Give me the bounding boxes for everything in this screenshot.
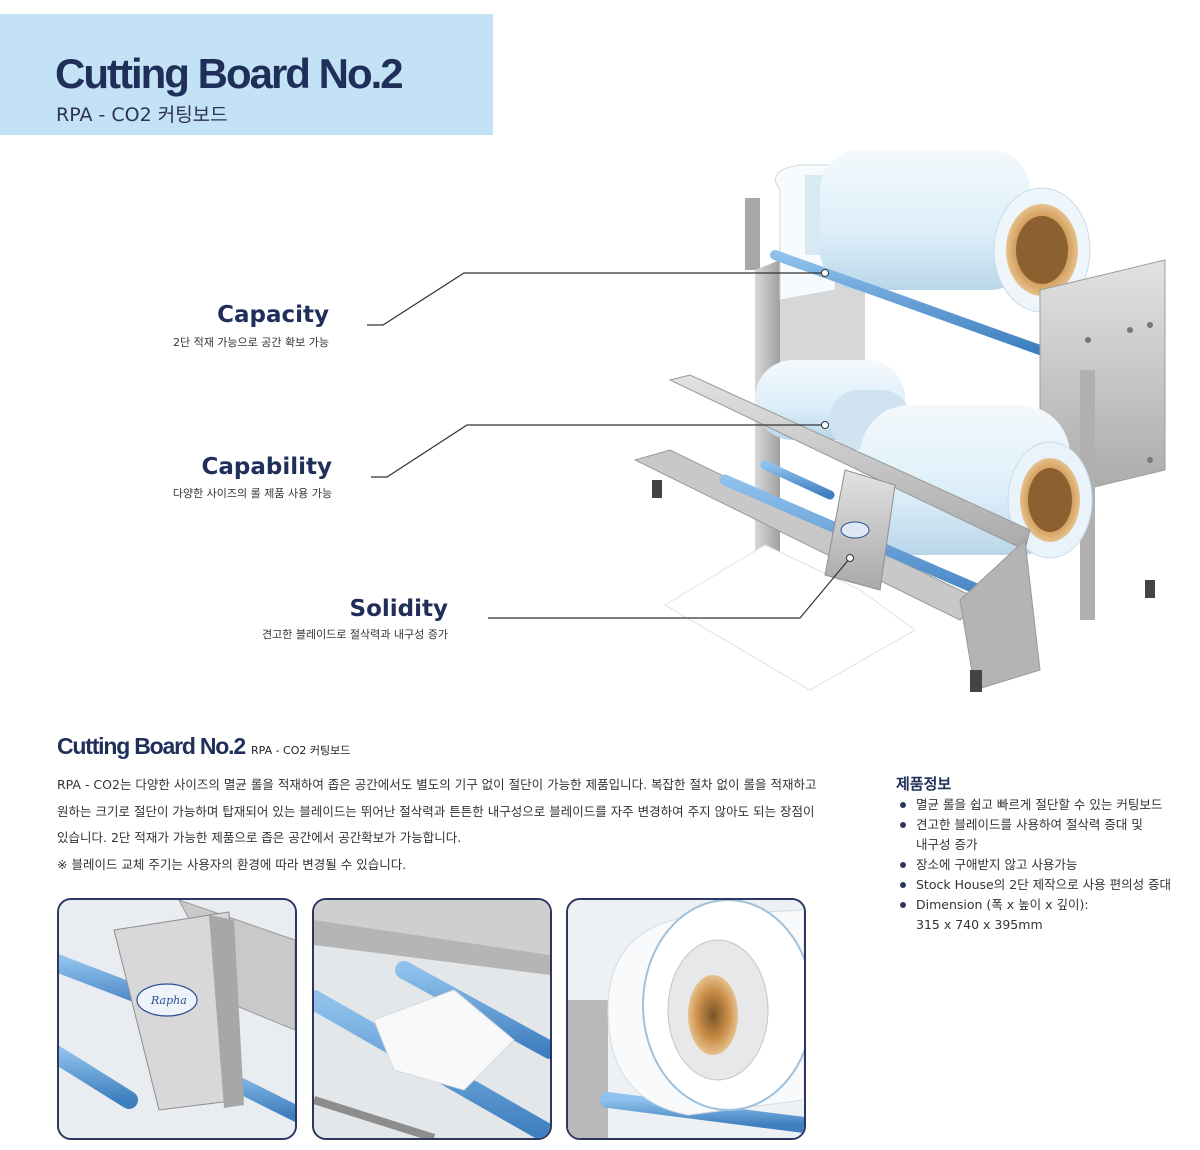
product-description: RPA - CO2는 다양한 사이즈의 멸균 롤을 적재하여 좁은 공간에서도 … (57, 772, 817, 878)
product-info-item: 장소에 구애받지 않고 사용가능 (896, 855, 1196, 875)
product-illustration (633, 150, 1166, 692)
product-info-item: Dimension (폭 x 높이 x 깊이):315 x 740 x 395m… (896, 895, 1196, 935)
detail-photo-rods (312, 898, 552, 1140)
upper-tier (745, 150, 1166, 620)
description-note: ※ 블레이드 교체 주기는 사용자의 환경에 따라 변경될 수 있습니다. (57, 856, 407, 872)
feature-solidity-title: Solidity (349, 596, 448, 622)
feature-solidity-desc: 견고한 블레이드로 절삭력과 내구성 증가 (261, 628, 448, 641)
product-info-title: 제품정보 (896, 775, 952, 793)
description-line: RPA - CO2는 다양한 사이즈의 멸균 롤을 적재하여 좁은 공간에서도 … (57, 777, 817, 792)
product-info-item: 멸균 롤을 쉽고 빠르게 절단할 수 있는 커팅보드 (896, 795, 1196, 815)
brand-logo: Rapha (150, 994, 187, 1007)
feature-capability-title: Capability (201, 454, 333, 480)
description-line: 원하는 크기로 절단이 가능하며 탑재되어 있는 블레이드는 뛰어난 절삭력과 … (57, 803, 815, 819)
page-title: Cutting Board No.2 (55, 50, 404, 97)
feature-capability-desc: 다양한 사이즈의 롤 제품 사용 가능 (172, 487, 332, 500)
page-subtitle: RPA - CO2 커팅보드 (56, 104, 228, 126)
product-info-list: 멸균 롤을 쉽고 빠르게 절단할 수 있는 커팅보드 견고한 블레이드를 사용하… (896, 795, 1196, 935)
description-line: 있습니다. 2단 적재가 가능한 제품으로 좁은 공간에서 공간확보가 가능합니… (57, 830, 462, 845)
detail-photo-blade: Rapha (57, 898, 297, 1140)
section-title: Cutting Board No.2 (57, 733, 246, 759)
feature-capacity-desc: 2단 적재 가능으로 공간 확보 가능 (172, 336, 329, 349)
lower-tier (633, 360, 1155, 692)
detail-photo-roll (566, 898, 806, 1140)
product-info-item: Stock House의 2단 제작으로 사용 편의성 증대 (896, 875, 1196, 895)
header-band: Cutting Board No.2 RPA - CO2 커팅보드 (0, 14, 493, 135)
section-subtitle: RPA - CO2 커팅보드 (251, 744, 351, 757)
feature-capacity-title: Capacity (217, 302, 329, 328)
